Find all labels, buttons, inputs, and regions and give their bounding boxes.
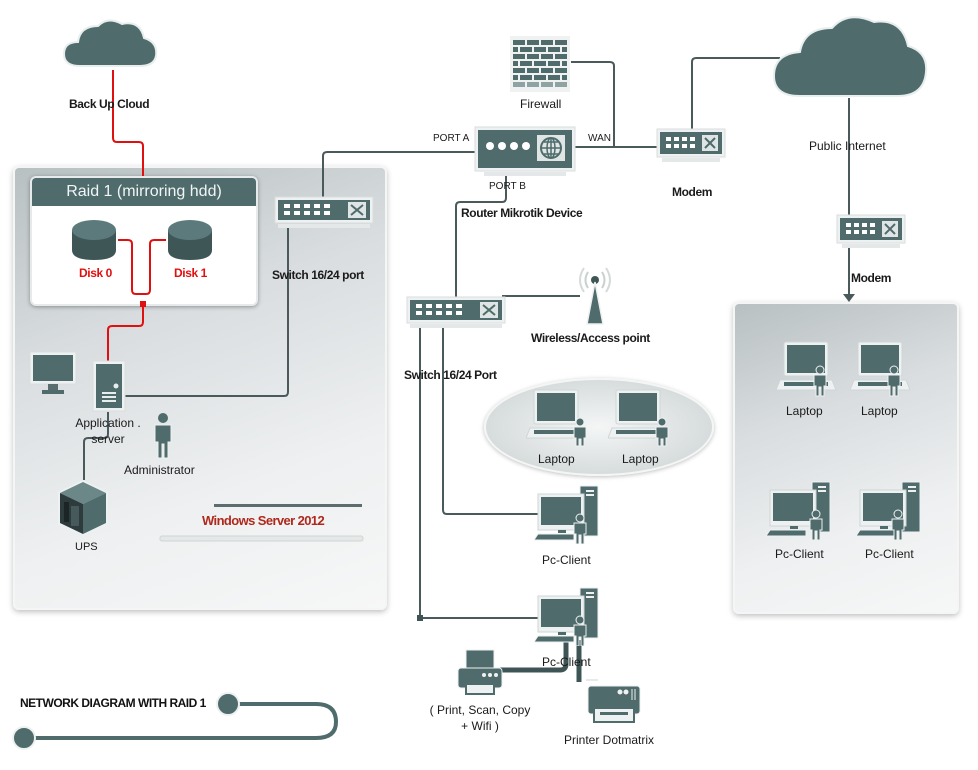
raid-box: Raid 1 (mirroring hdd) [30, 176, 258, 306]
diagram-title: NETWORK DIAGRAM WITH RAID 1 [20, 696, 206, 710]
ws-bar-top [214, 504, 362, 507]
administrator-icon [154, 413, 172, 459]
disk0-label: Disk 0 [79, 266, 112, 280]
line-router-switch [455, 176, 507, 298]
remote-laptop2-label: Laptop [861, 404, 898, 418]
arrow-to-remote [843, 294, 855, 302]
wan-label: WAN [588, 133, 611, 144]
wifi-client-group [484, 378, 714, 476]
public-internet-cloud-icon [772, 16, 928, 97]
pc-client-icon [534, 485, 599, 544]
disk1-icon [168, 220, 212, 260]
firewall-icon [510, 36, 570, 92]
title-dot-start [216, 692, 240, 716]
ups-icon [58, 480, 108, 536]
wifi-laptop1-label: Laptop [538, 452, 575, 466]
line-switch-router [322, 151, 478, 198]
laptop-icon [608, 389, 669, 447]
line-raid-appserver [107, 304, 144, 362]
ups-label: UPS [75, 541, 98, 553]
line-firewall-wan [571, 61, 615, 147]
line-appserver-switch [124, 226, 289, 397]
title-dot-end [12, 726, 36, 750]
line-appserver-ups [83, 412, 109, 480]
wireless-access-point-icon [579, 267, 611, 325]
modem-right-icon [836, 214, 906, 248]
line-switch-pc1 [442, 326, 540, 515]
junction-dot [417, 615, 423, 621]
raid-header: Raid 1 (mirroring hdd) [32, 178, 256, 206]
router-icon [474, 126, 576, 176]
laptop-icon [526, 389, 587, 447]
app-server-label-line1: Application . [75, 416, 141, 430]
disk1-label: Disk 1 [174, 266, 207, 280]
dotmatrix-label: Printer Dotmatrix [564, 733, 655, 747]
ws-bar-bottom [159, 535, 364, 542]
laptop-icon [850, 341, 911, 397]
modem-left-label: Modem [672, 185, 713, 199]
public-internet-label: Public Internet [809, 139, 886, 153]
switch-mid-icon [406, 296, 506, 328]
modem-right-label: Modem [851, 271, 892, 285]
port-b-label: PORT B [489, 181, 526, 192]
app-server-label-line2: server [91, 432, 125, 446]
switch-mid-label: Switch 16/24 Port [404, 368, 497, 382]
router-label: Router Mikrotik Device [461, 206, 583, 220]
mfp-label-line1: ( Print, Scan, Copy [429, 703, 531, 717]
remote-pc2-label: Pc-Client [865, 547, 914, 561]
backup-cloud-label: Back Up Cloud [69, 97, 150, 111]
modem-left-icon [656, 128, 726, 162]
switch-top-icon [274, 196, 374, 228]
firewall-label: Firewall [520, 97, 562, 111]
title-connector [24, 702, 339, 740]
pc-client-1-label: Pc-Client [542, 553, 591, 567]
remote-laptop1-label: Laptop [786, 404, 823, 418]
line-modem-cloud [691, 57, 780, 131]
monitor-icon [29, 351, 77, 394]
backup-cloud-icon [62, 19, 158, 67]
mfp-label-line2: + Wifi ) [461, 719, 499, 733]
line-disk0 [118, 239, 166, 295]
pc-client-icon [766, 481, 831, 540]
remote-pc1-label: Pc-Client [775, 547, 824, 561]
dotmatrix-printer-icon [586, 679, 641, 723]
remote-zone [733, 302, 959, 614]
wireless-label: Wireless/Access point [531, 331, 650, 345]
pc-client-2-label: Pc-Client [542, 655, 591, 669]
pc-client-icon [856, 481, 921, 540]
port-a-label: PORT A [433, 133, 470, 144]
switch-top-label: Switch 16/24 port [272, 268, 364, 282]
line-backup-cloud-raid [112, 70, 144, 176]
laptop-icon [776, 341, 837, 397]
wifi-laptop2-label: Laptop [622, 452, 659, 466]
junction-dot-raid [140, 301, 146, 307]
line-pc-mfp [500, 640, 569, 673]
mfp-printer-icon [457, 649, 503, 695]
application-server-icon [92, 360, 126, 412]
windows-server-label: Windows Server 2012 [202, 513, 325, 528]
administrator-label: Administrator [124, 463, 195, 477]
disk0-icon [72, 220, 116, 260]
pc-client-icon [534, 587, 599, 646]
